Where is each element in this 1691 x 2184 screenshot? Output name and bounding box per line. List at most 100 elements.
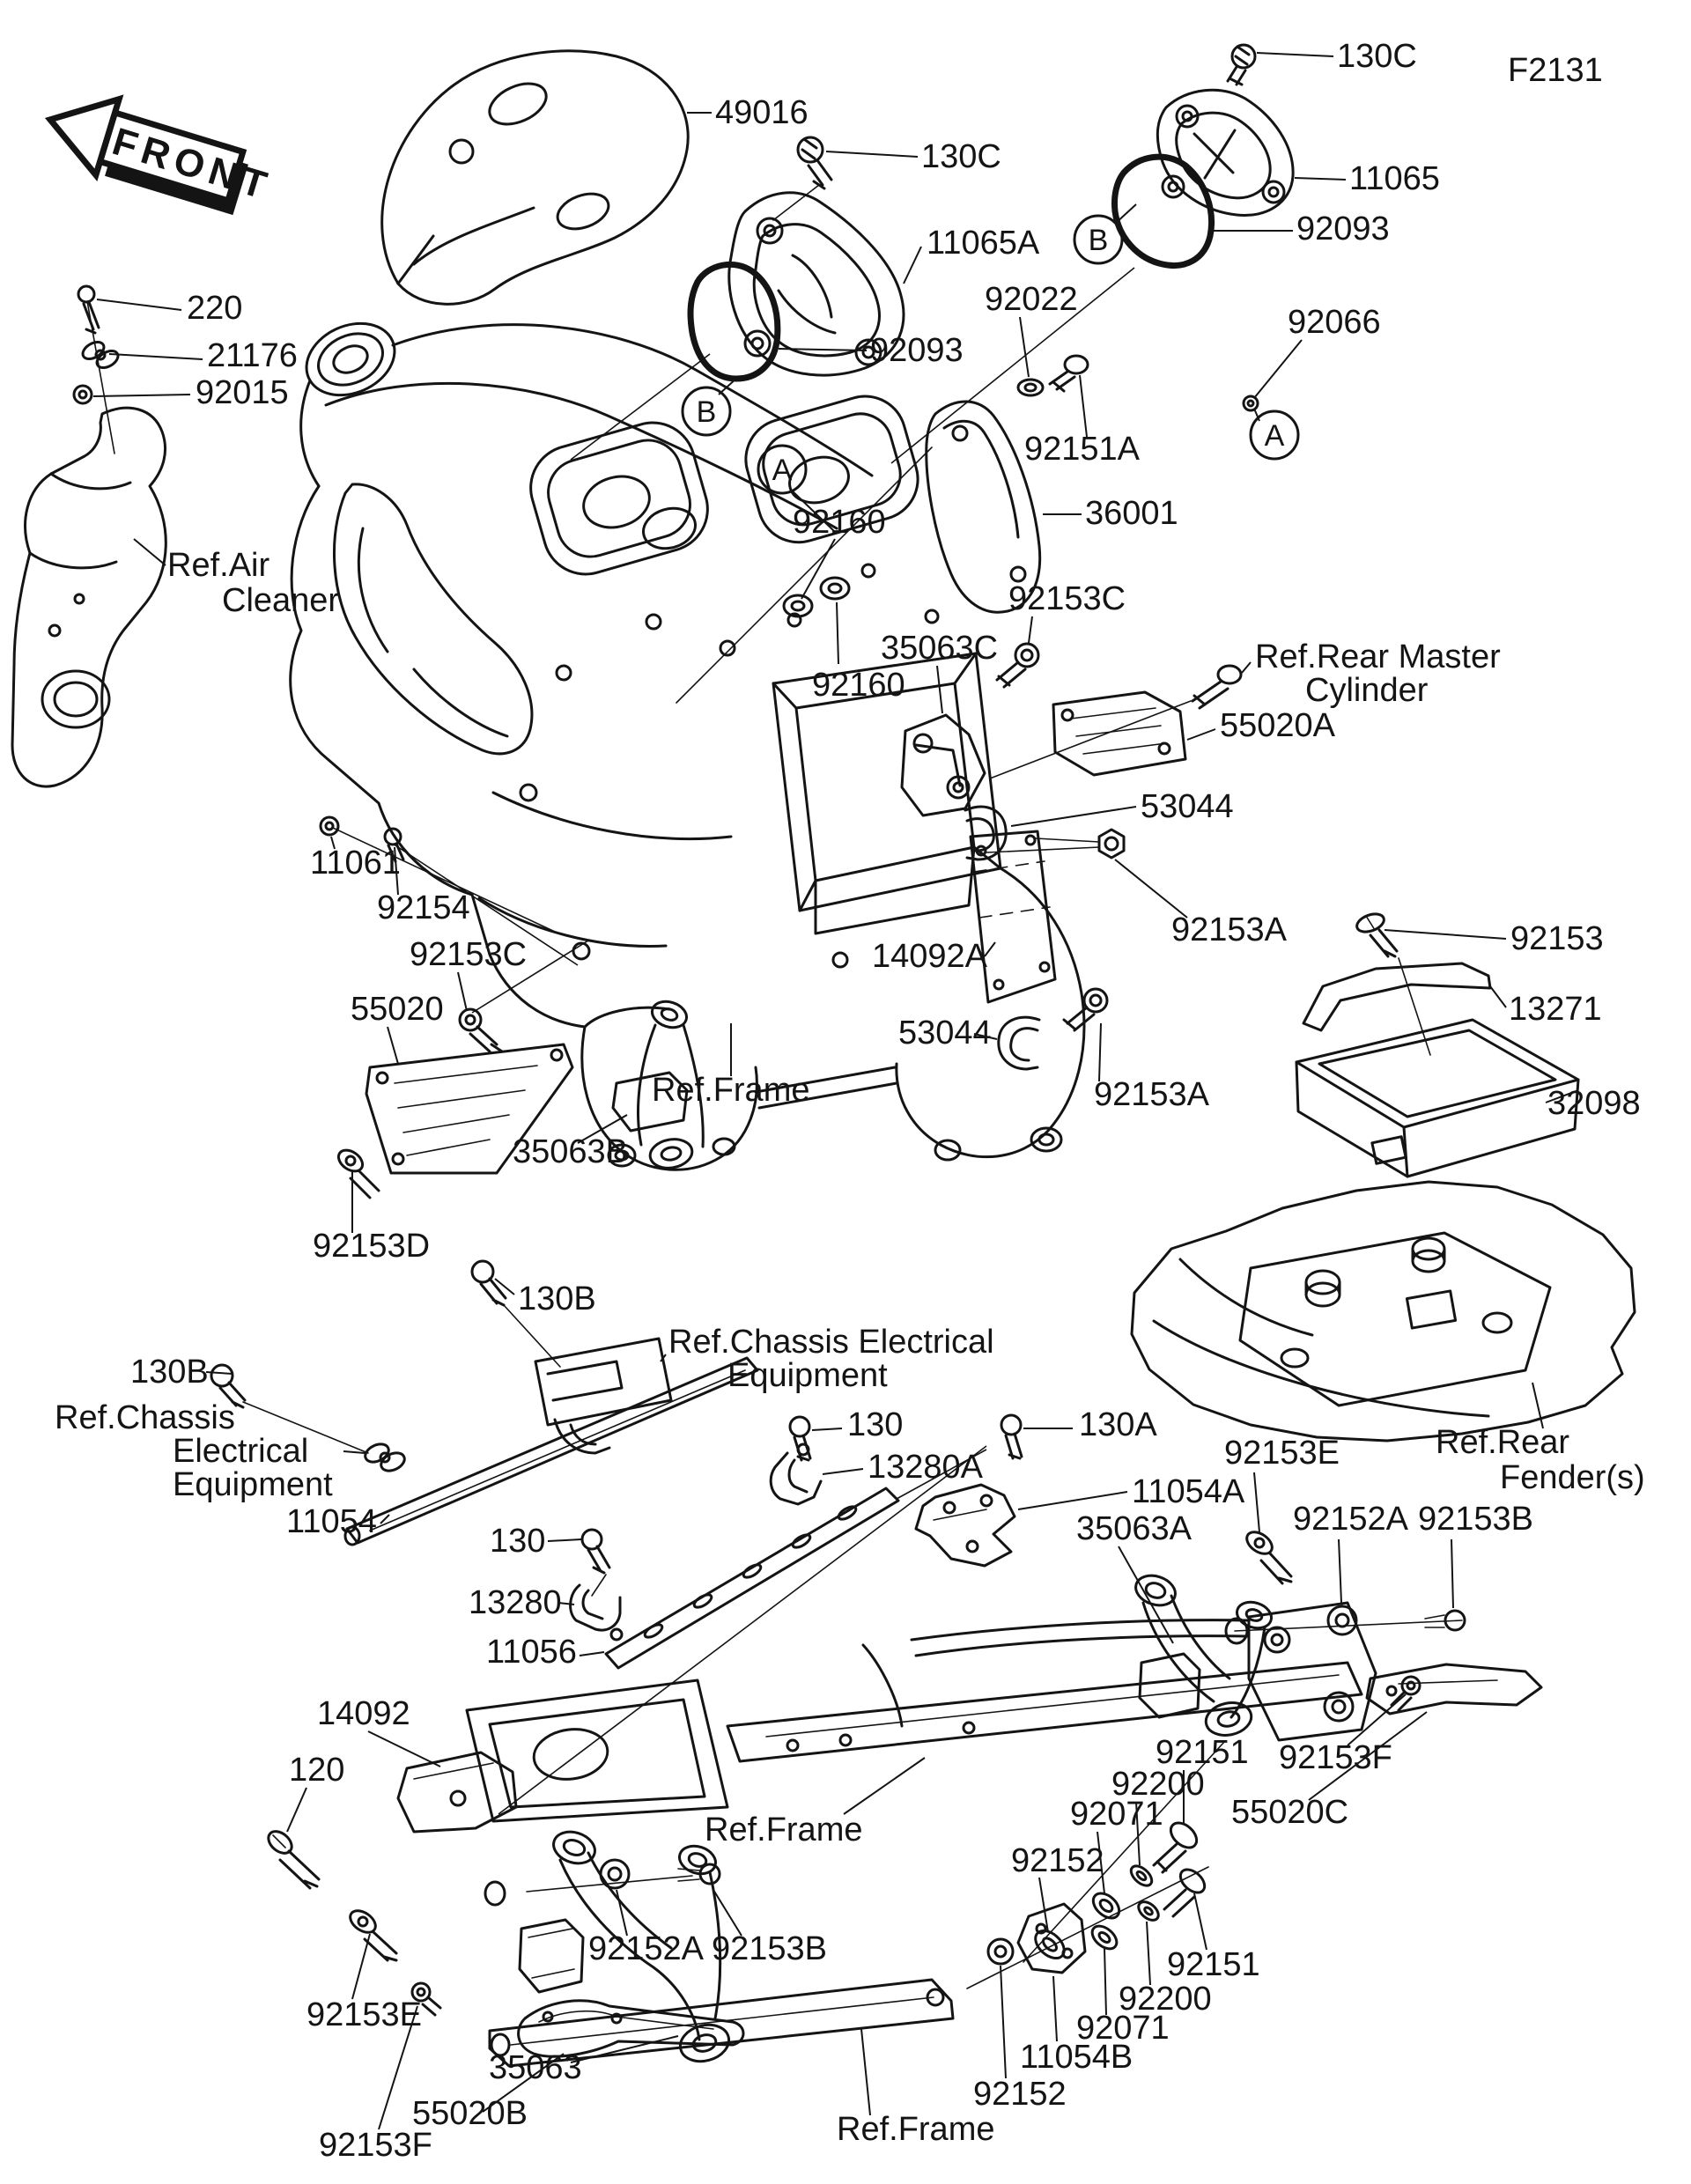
marker-b-center-circle: [681, 386, 732, 437]
label-ref-chassis-c-2: Equipment: [727, 1357, 888, 1394]
label-92093-center: 92093: [870, 332, 964, 369]
label-ref-master-2: Cylinder: [1305, 672, 1429, 709]
label-92154: 92154: [377, 889, 470, 926]
label-11065: 11065: [1349, 160, 1440, 197]
label-ref-air-1: Ref.Air: [167, 547, 270, 584]
label-92153e-right: 92153E: [1224, 1435, 1340, 1472]
pivot-35063a-drawing: [769, 1413, 1543, 1989]
small-fasteners-top-drawing: [1016, 354, 1259, 412]
label-130c-top: 130C: [921, 138, 1001, 175]
label-11054b: 11054B: [1020, 2039, 1133, 2076]
washers-92160-drawing: [676, 446, 933, 704]
label-35063: 35063: [489, 2049, 582, 2086]
label-92153b-bottom: 92153B: [712, 1930, 827, 1967]
marker-b-center-letter: B: [697, 395, 717, 429]
top-cover-49016-drawing: [380, 49, 690, 306]
label-ref-frame-right: Ref.Frame: [705, 1811, 862, 1848]
marker-a-left-letter: A: [772, 454, 793, 487]
label-130b-center: 130B: [518, 1280, 596, 1317]
label-ref-frame-bottom: Ref.Frame: [837, 2111, 994, 2148]
label-92153b-right: 92153B: [1418, 1501, 1533, 1538]
marker-a-left-circle: [757, 444, 808, 495]
label-130a: 130A: [1079, 1406, 1157, 1443]
cover-11065-drawing: [1156, 43, 1295, 218]
electrical-cluster-drawing: [210, 1259, 900, 1670]
label-11056: 11056: [486, 1634, 577, 1671]
label-ref-master-1: Ref.Rear Master: [1255, 638, 1501, 675]
label-92153a-lower: 92153A: [1094, 1076, 1210, 1113]
construction-lines: [332, 267, 1135, 1815]
battery-tray-cluster-drawing: [1295, 912, 1580, 1178]
label-92153d: 92153D: [313, 1228, 430, 1265]
marker-a-right-letter: A: [1265, 419, 1285, 453]
label-92152a-bottom: 92152A: [588, 1930, 705, 1967]
left-footpeg-cluster-drawing: [319, 815, 705, 1199]
label-11054a: 11054A: [1132, 1473, 1245, 1510]
label-130b-left: 130B: [130, 1354, 209, 1391]
label-92153f-bottom: 92153F: [319, 2127, 432, 2164]
gasket-92093-right-drawing: [1111, 153, 1215, 269]
label-92152a-right: 92152A: [1293, 1501, 1409, 1538]
label-92200-upper: 92200: [1111, 1766, 1205, 1803]
air-cleaner-drawing: [11, 284, 167, 788]
label-11054: 11054: [286, 1503, 377, 1540]
view-markers: B A B A: [681, 214, 1300, 495]
label-35063a: 35063A: [1076, 1510, 1193, 1547]
label-ref-fender-2: Fender(s): [1500, 1459, 1645, 1496]
rear-master-cluster-drawing: [900, 642, 1243, 817]
label-55020a: 55020A: [1220, 707, 1336, 744]
label-92151a: 92151A: [1024, 431, 1141, 468]
label-35063c: 35063C: [881, 630, 998, 667]
label-ref-frame-center: Ref.Frame: [652, 1072, 809, 1109]
label-ref-chassis-l-1: Ref.Chassis: [55, 1399, 235, 1436]
label-ref-fender-1: Ref.Rear: [1436, 1424, 1569, 1461]
label-92022: 92022: [985, 281, 1078, 318]
label-92093-right: 92093: [1296, 210, 1390, 247]
label-92153: 92153: [1510, 920, 1604, 957]
label-14092: 14092: [317, 1695, 410, 1732]
bracket-36001-drawing: [925, 400, 1042, 614]
label-13271: 13271: [1509, 991, 1602, 1028]
label-92071-upper: 92071: [1070, 1796, 1163, 1833]
label-92152-upper: 92152: [1011, 1842, 1104, 1879]
label-ref-chassis-c-1: Ref.Chassis Electrical: [668, 1324, 994, 1361]
lower-frame-drawing: [465, 1601, 1377, 2068]
marker-a-right-circle: [1249, 410, 1300, 461]
label-130-center: 130: [847, 1406, 903, 1443]
footpeg-35063-drawing: [349, 1830, 745, 2063]
label-21176: 21176: [207, 337, 298, 374]
marker-b-right-letter: B: [1089, 224, 1109, 257]
cover-14092-drawing: [267, 1751, 518, 1890]
label-55020: 55020: [351, 991, 444, 1028]
label-53044-lower: 53044: [898, 1015, 992, 1051]
guard-plate-cluster-drawing: [964, 805, 1126, 1071]
label-92153c-left: 92153C: [410, 936, 527, 973]
label-130-left: 130: [490, 1523, 545, 1560]
label-92153e-bottom: 92153E: [306, 1996, 422, 2033]
label-92160-upper: 92160: [793, 504, 886, 541]
label-92153a-upper: 92153A: [1171, 911, 1288, 948]
label-code: F2131: [1508, 52, 1603, 89]
label-14092a: 14092A: [872, 938, 988, 975]
label-92152-lower: 92152: [973, 2076, 1067, 2113]
label-ref-air-2: Cleaner: [222, 582, 339, 619]
label-92066: 92066: [1288, 304, 1381, 341]
marker-b-right-circle: [1073, 214, 1124, 265]
label-92153f-right: 92153F: [1279, 1739, 1392, 1776]
label-ref-chassis-l-3: Equipment: [173, 1466, 333, 1503]
label-220: 220: [187, 290, 242, 327]
label-13280a: 13280A: [868, 1449, 984, 1486]
label-92151-upper: 92151: [1156, 1734, 1249, 1771]
label-53044-upper: 53044: [1141, 788, 1234, 825]
label-36001: 36001: [1085, 495, 1178, 532]
label-120: 120: [289, 1752, 344, 1789]
label-92151-lower: 92151: [1167, 1946, 1260, 1983]
label-35063b: 35063B: [513, 1133, 628, 1170]
label-49016: 49016: [715, 94, 809, 131]
main-frame-drawing: [289, 321, 1086, 1171]
rear-fender-drawing: [1130, 1180, 1636, 1442]
label-92160-lower: 92160: [812, 667, 905, 704]
